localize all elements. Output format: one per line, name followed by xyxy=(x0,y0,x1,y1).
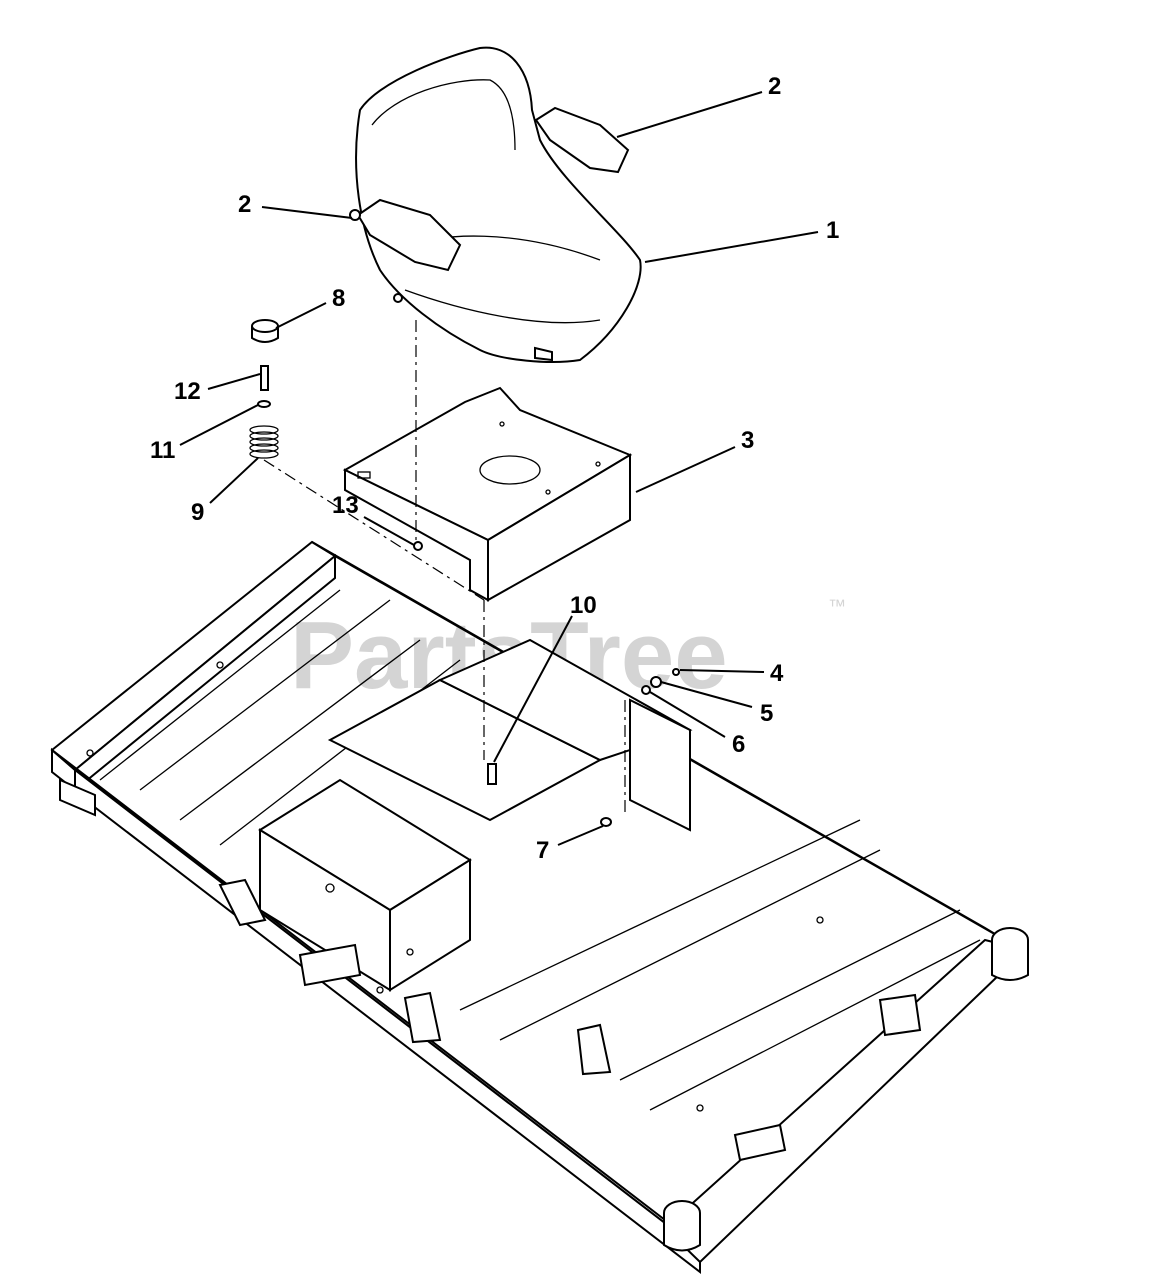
leader-4 xyxy=(679,669,765,673)
seat-plate-tab xyxy=(357,471,371,479)
frame-mount-tab xyxy=(298,943,362,987)
callout-4: 4 xyxy=(770,660,784,687)
nut-6 xyxy=(641,685,651,695)
seat-plate-side-face xyxy=(344,468,489,602)
callout-7: 7 xyxy=(536,837,549,864)
frame-inner-line xyxy=(139,599,391,791)
seat-bolt xyxy=(393,293,403,303)
frame-center-box-front xyxy=(389,858,471,992)
frame-corner-bracket xyxy=(59,778,96,817)
frame-hitch-bracket xyxy=(576,1023,612,1076)
frame-inner-line xyxy=(179,639,421,821)
frame-inner-line xyxy=(499,849,881,1041)
frame-inner-line xyxy=(619,909,961,1081)
seat-plate-hole xyxy=(595,461,601,467)
frame-hole xyxy=(325,883,335,893)
seat-plate-hole xyxy=(545,489,551,495)
seat-back-contour xyxy=(371,79,516,151)
seat-plate-slot xyxy=(479,455,541,485)
leader-1 xyxy=(644,231,819,263)
bolt-10 xyxy=(487,763,497,785)
nut-13 xyxy=(413,541,423,551)
frame-hole xyxy=(86,749,94,757)
callout-2a: 2 xyxy=(768,73,781,100)
washer xyxy=(257,400,271,408)
frame-tube-end-front xyxy=(663,1213,701,1252)
leader-9 xyxy=(209,457,259,504)
frame-hole xyxy=(696,1104,704,1112)
leader-5 xyxy=(660,681,753,708)
leader-3 xyxy=(635,446,736,493)
callout-13: 13 xyxy=(332,492,359,519)
frame-hole xyxy=(216,661,224,669)
armrest-left xyxy=(356,198,462,272)
frame-upright-bracket xyxy=(629,698,691,832)
callout-3: 3 xyxy=(741,427,754,454)
seat-adjust-handle xyxy=(534,346,553,362)
armrest-bolt xyxy=(349,209,361,221)
callout-labels: 2 2 1 8 12 11 9 3 13 10 4 5 6 7 xyxy=(150,73,839,864)
leader-lines xyxy=(179,91,819,846)
frame-hitch-bracket xyxy=(403,991,442,1044)
chassis-frame xyxy=(50,540,1029,1275)
seat xyxy=(349,46,642,363)
leader-12 xyxy=(207,373,261,390)
frame-mount-tab xyxy=(733,1123,787,1162)
callout-10: 10 xyxy=(570,592,597,619)
frame-tube-end-rear xyxy=(991,940,1029,981)
centerline xyxy=(263,459,485,601)
leader-11 xyxy=(179,404,259,446)
nut-7 xyxy=(600,817,612,827)
assembly-centerlines xyxy=(263,320,626,815)
callout-1: 1 xyxy=(826,217,839,244)
callout-8: 8 xyxy=(332,285,345,312)
frame-hole xyxy=(816,916,824,924)
leader-7 xyxy=(557,825,604,846)
leader-10 xyxy=(493,615,573,763)
leader-2b xyxy=(261,206,353,219)
frame-inner-line xyxy=(99,589,341,781)
leader-13 xyxy=(363,516,415,546)
frame-hole xyxy=(376,986,384,994)
leader-8 xyxy=(275,302,327,329)
leader-2a xyxy=(616,91,763,138)
washer-5 xyxy=(650,676,662,688)
frame-inner-line xyxy=(649,939,981,1111)
leader-6 xyxy=(649,691,726,738)
frame-mount-tab xyxy=(878,993,922,1037)
frame-hitch-bracket xyxy=(218,878,267,927)
armrest-right xyxy=(534,106,630,174)
frame-right-tube xyxy=(663,938,1027,1264)
seat-plate-hole xyxy=(499,421,505,427)
seat-front-contour xyxy=(404,289,601,324)
callout-11: 11 xyxy=(150,437,175,464)
fasteners xyxy=(413,541,680,827)
callout-12: 12 xyxy=(174,378,201,405)
frame-inner-line xyxy=(459,819,861,1011)
watermark-trademark: ™ xyxy=(828,596,846,616)
pin xyxy=(260,365,269,391)
callout-5: 5 xyxy=(760,700,773,727)
bolt-4 xyxy=(672,668,680,676)
callout-6: 6 xyxy=(732,731,745,758)
callout-9: 9 xyxy=(191,499,204,526)
spring xyxy=(249,425,279,459)
seat-shell xyxy=(355,46,642,363)
spring-assembly xyxy=(249,319,279,459)
callout-2b: 2 xyxy=(238,191,251,218)
bumper-cap-top xyxy=(251,319,279,333)
seat-mounting-plate xyxy=(342,386,633,602)
frame-hole xyxy=(406,948,414,956)
